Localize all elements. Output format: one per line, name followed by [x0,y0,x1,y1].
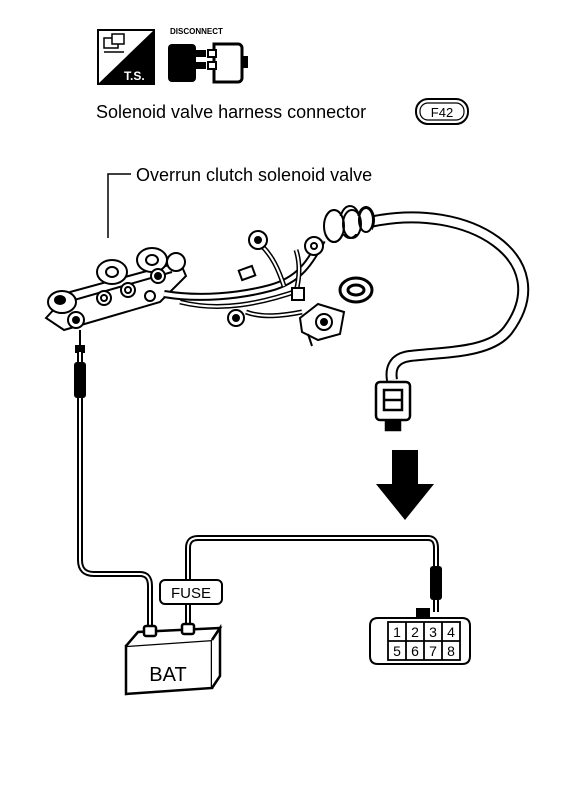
harness-grommet [322,205,375,243]
solenoid-valve-assembly [44,247,188,353]
fluid-temperature-sensor [298,302,346,347]
valve-callout-label: Overrun clutch solenoid valve [136,165,372,185]
o-ring [338,276,374,304]
disconnect-label: DISCONNECT [170,27,223,36]
terminal-8: 8 [447,643,455,659]
terminal-6: 6 [411,643,419,659]
down-arrow-icon [376,450,434,520]
diagram-title: Solenoid valve harness connector [96,102,366,122]
terminal-4: 4 [447,624,455,640]
connector-code: F42 [431,105,453,120]
connector-latch [416,608,430,618]
test-probe-left [74,362,86,398]
terminal-3: 3 [429,624,437,640]
harness-connector [374,380,412,432]
connector-face: 1 2 3 4 5 6 7 8 [369,608,471,665]
fuse: FUSE [159,579,223,605]
battery: BAT [124,622,223,696]
ts-label: T.S. [124,69,145,83]
test-probe-right [430,566,442,600]
ts-icon: T.S. [97,29,155,85]
valve-callout-leader [107,173,131,238]
terminal-5: 5 [393,643,401,659]
harness-clamp [227,230,324,327]
terminal-7: 7 [429,643,437,659]
disconnect-icon: DISCONNECT [168,27,248,84]
harness-wires [163,211,530,381]
battery-label: BAT [149,664,186,686]
test-circuit-wire [77,352,439,630]
terminal-1: 1 [393,624,401,640]
fuse-label: FUSE [171,585,211,602]
terminal-2: 2 [411,624,419,640]
